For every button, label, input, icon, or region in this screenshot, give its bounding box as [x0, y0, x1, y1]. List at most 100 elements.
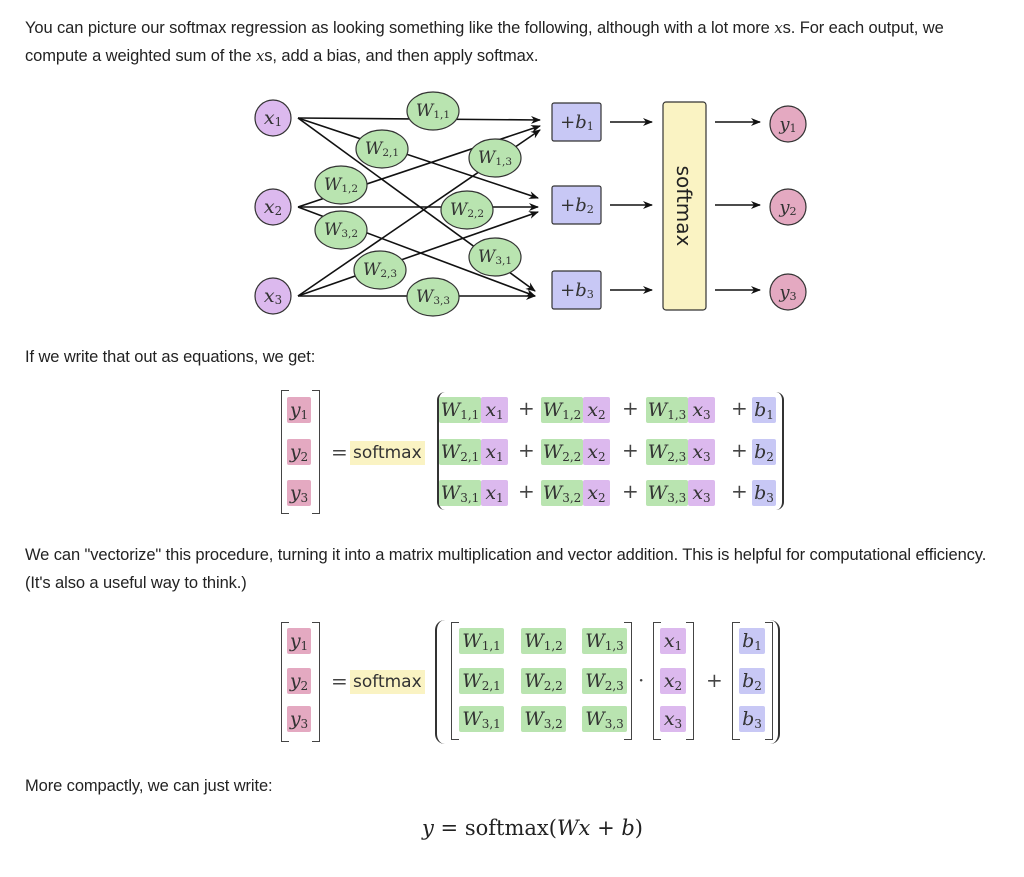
input-node: x1 [254, 99, 292, 137]
weight-entry: W3,3 [582, 706, 627, 732]
bias-label: +b1 [560, 112, 594, 133]
bias-label: +b2 [560, 195, 594, 216]
weight-node: W2,1 [355, 129, 409, 169]
paren-right [776, 392, 784, 510]
y-entry: y2 [287, 668, 311, 694]
bias-entry: b2 [739, 668, 765, 694]
equals-sign: = [331, 669, 348, 693]
output-label: y2 [778, 197, 796, 218]
weight-entry: W2,2 [541, 439, 583, 465]
formula-equals: = [433, 816, 465, 840]
dot-operator: · [638, 668, 645, 692]
intro-paragraph: You can picture our softmax regression a… [25, 14, 1010, 70]
weight-node: W3,2 [314, 210, 368, 250]
compact-formula: y = softmax(Wx + b) [422, 816, 643, 840]
input-label: x2 [264, 196, 282, 218]
math-x: x [255, 47, 265, 65]
x-entry: x3 [688, 397, 715, 423]
x-entry: x2 [583, 439, 610, 465]
plus-sign: + [731, 396, 748, 420]
weight-entry: W1,1 [459, 628, 504, 654]
formula-close-paren: ) [634, 816, 643, 840]
left-bracket [281, 622, 289, 742]
left-bracket [281, 390, 289, 514]
weight-entry: W2,1 [459, 668, 504, 694]
formula-W: W [556, 816, 579, 840]
w-matrix-left-bracket [451, 622, 459, 740]
b-vector-right-bracket [765, 622, 773, 740]
y-entry: y1 [287, 628, 311, 654]
intro-text-a: You can picture our softmax regression a… [25, 19, 775, 37]
weight-label: W3,3 [416, 287, 450, 307]
weight-entry: W3,3 [646, 480, 688, 506]
formula-y: y [422, 816, 434, 840]
softmax-label: softmax [672, 166, 696, 247]
plus-sign: + [731, 438, 748, 462]
equals-sign: = [331, 440, 348, 464]
right-bracket [312, 622, 320, 742]
bias-label: +b3 [560, 280, 594, 301]
weight-label: W3,2 [324, 220, 358, 240]
x-entry: x2 [583, 480, 610, 506]
math-x: x [774, 19, 783, 37]
weight-entry: W1,1 [439, 397, 481, 423]
bias-node: +b3 [551, 270, 602, 310]
right-bracket [312, 390, 320, 514]
compact-lead-text: More compactly, we can just write: [25, 777, 273, 795]
bias-node: +b1 [551, 102, 602, 142]
x-vector-left-bracket [653, 622, 661, 740]
bias-entry: b1 [739, 628, 765, 654]
paren-left [437, 392, 445, 510]
input-node: x3 [254, 277, 292, 315]
weight-node: W1,2 [314, 165, 368, 205]
plus-sign: + [622, 438, 639, 462]
weight-entry: W3,2 [521, 706, 566, 732]
output-node: y1 [769, 105, 807, 143]
weight-entry: W2,1 [439, 439, 481, 465]
plus-sign: + [518, 479, 535, 503]
x-entry: x3 [688, 439, 715, 465]
weight-node: W2,2 [440, 190, 494, 230]
outer-paren-right [770, 620, 780, 744]
bias-entry: b1 [752, 397, 776, 423]
weight-node: W3,3 [406, 277, 460, 317]
weight-entry: W1,2 [541, 397, 583, 423]
output-label: y3 [778, 282, 796, 303]
weight-entry: W3,1 [439, 480, 481, 506]
equations-lead-text: If we write that out as equations, we ge… [25, 348, 316, 366]
formula-b: b [621, 816, 635, 840]
weight-label: W1,3 [478, 148, 512, 168]
weight-entry: W3,1 [459, 706, 504, 732]
w-matrix-right-bracket [624, 622, 632, 740]
y-entry: y1 [287, 397, 311, 423]
weight-entry: W1,3 [582, 628, 627, 654]
y-entry: y3 [287, 480, 311, 506]
vectorize-paragraph: We can "vectorize" this procedure, turni… [25, 546, 987, 592]
intro-text-b: s. For each output, we compute a weighte… [25, 19, 944, 65]
intro-text-c: s, add a bias, and then apply softmax. [264, 47, 539, 65]
input-label: x1 [264, 107, 282, 129]
weight-node: W2,3 [353, 250, 407, 290]
weight-label: W2,2 [450, 200, 484, 220]
b-vector-left-bracket [732, 622, 740, 740]
x-entry: x3 [660, 706, 686, 732]
x-entry: x2 [660, 668, 686, 694]
plus-sign: + [731, 479, 748, 503]
formula-x: x [578, 816, 591, 840]
weight-label: W2,3 [363, 260, 397, 280]
y-entry: y3 [287, 706, 311, 732]
weight-label: W2,1 [365, 139, 399, 159]
x-vector-right-bracket [686, 622, 694, 740]
weight-entry: W2,3 [582, 668, 627, 694]
formula-open-paren: ( [548, 816, 557, 840]
input-node: x2 [254, 188, 292, 226]
weight-entry: W2,3 [646, 439, 688, 465]
x-entry: x1 [660, 628, 686, 654]
weight-label: W1,2 [324, 175, 358, 195]
edge-x1-to-b2 [297, 117, 539, 199]
formula-plus: + [590, 816, 622, 840]
softmax-label: softmax [350, 670, 425, 694]
plus-sign: + [518, 396, 535, 420]
softmax-label: softmax [350, 441, 425, 465]
